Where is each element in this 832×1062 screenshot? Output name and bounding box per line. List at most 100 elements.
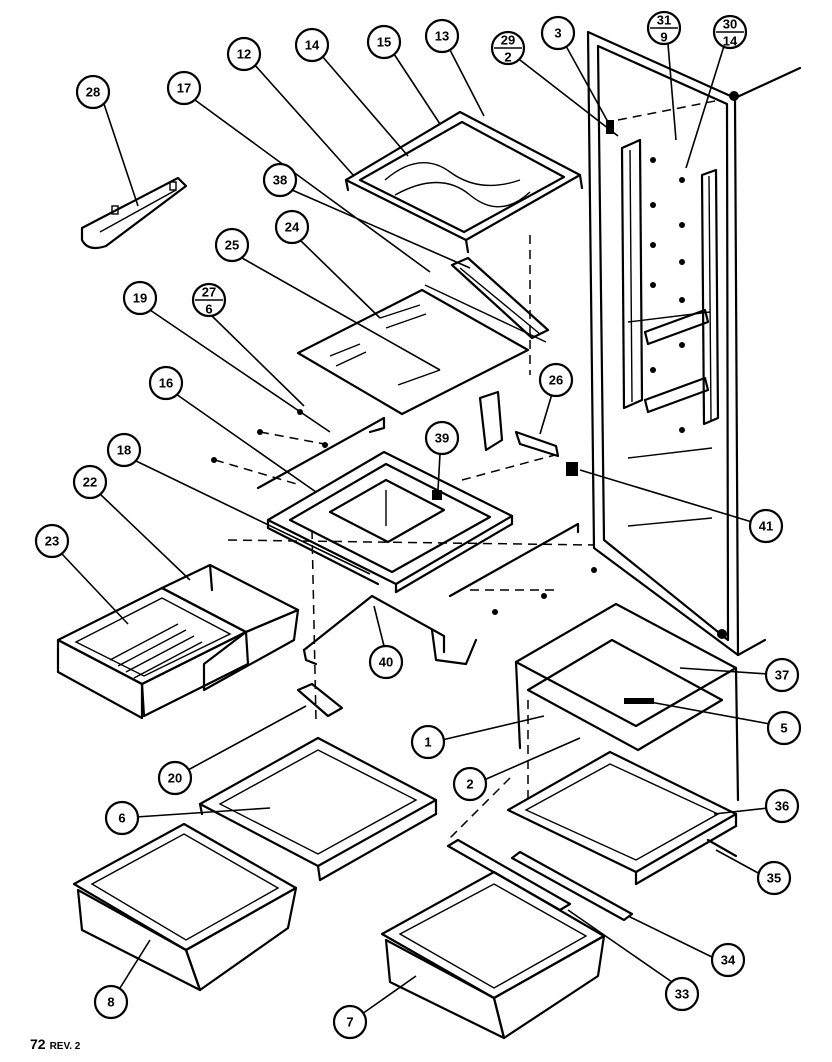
callout-12: 12: [226, 36, 355, 177]
callout-33: 33: [567, 909, 700, 1012]
mounting-screws: [650, 157, 727, 639]
svg-text:6: 6: [205, 302, 212, 317]
bracket-part-26: [478, 390, 578, 476]
svg-text:3: 3: [554, 26, 561, 41]
shelf-ladder-left: [606, 120, 644, 410]
callout-19: 19: [122, 280, 331, 433]
svg-text:23: 23: [45, 534, 59, 549]
svg-text:1: 1: [424, 735, 431, 750]
svg-text:18: 18: [117, 443, 131, 458]
callout-20: 20: [157, 705, 307, 796]
svg-text:5: 5: [780, 721, 787, 736]
svg-text:16: 16: [159, 376, 173, 391]
callout-24: 24: [274, 209, 381, 319]
glass-shelf-part-24: [296, 288, 530, 416]
svg-text:14: 14: [305, 38, 320, 53]
callout-5: 5: [649, 701, 802, 746]
shelf-ladder-right: [700, 168, 720, 426]
crisper-shelf-part-6: [198, 736, 438, 882]
svg-text:15: 15: [377, 35, 391, 50]
callout-28: 28: [75, 74, 139, 207]
callout-23: 23: [34, 523, 129, 625]
callout-36: 36: [713, 788, 800, 824]
callout-7: 7: [332, 975, 417, 1040]
callout-18: 18: [106, 432, 371, 575]
svg-text:2: 2: [466, 777, 473, 792]
callout-40: 40: [368, 605, 404, 680]
drawer-vent-grille: [109, 623, 203, 679]
svg-text:2: 2: [504, 50, 511, 65]
crisper-housing-part-37: [514, 602, 740, 802]
svg-text:14: 14: [723, 34, 738, 49]
callout-37: 37: [679, 657, 800, 693]
svg-text:12: 12: [237, 47, 251, 62]
svg-text:19: 19: [133, 291, 147, 306]
callout-1: 1: [410, 715, 545, 760]
crisper-cover-frame: [266, 450, 514, 594]
svg-text:9: 9: [660, 30, 667, 45]
svg-text:20: 20: [168, 771, 182, 786]
callout-17: 17: [166, 70, 431, 273]
callout-15: 15: [366, 24, 441, 125]
callout-6: 6: [104, 800, 271, 836]
callout-8: 8: [93, 939, 151, 1020]
callout-3: 3: [540, 15, 609, 123]
svg-text:29: 29: [501, 33, 515, 48]
svg-text:38: 38: [273, 173, 287, 188]
callout-13: 13: [424, 18, 485, 117]
callout-26: 26: [538, 362, 574, 435]
callout-27-6: 27 6: [191, 282, 305, 407]
callout-34: 34: [627, 915, 746, 978]
revision-label: REV. 2: [49, 1041, 81, 1052]
lower-support-rods: [211, 409, 597, 615]
callout-38: 38: [262, 162, 471, 269]
callout-2: 2: [452, 737, 581, 802]
crisper-drawer-part-7: [380, 870, 606, 1040]
svg-text:17: 17: [177, 81, 191, 96]
cabinet-hinge-top: [729, 91, 739, 101]
assembly-dashed-lines: [214, 235, 596, 839]
callout-39: 39: [424, 420, 460, 491]
page-number: 72: [30, 1036, 46, 1052]
svg-text:22: 22: [83, 475, 97, 490]
svg-text:27: 27: [202, 285, 216, 300]
svg-text:28: 28: [86, 85, 100, 100]
callout-16: 16: [148, 365, 317, 493]
callout-22: 22: [72, 464, 191, 581]
svg-text:13: 13: [435, 29, 449, 44]
callout-25: 25: [214, 227, 441, 371]
svg-text:33: 33: [675, 987, 689, 1002]
svg-text:8: 8: [107, 995, 114, 1010]
callout-30-14: 30 14: [685, 14, 748, 169]
svg-text:25: 25: [225, 238, 239, 253]
callout-31-9: 31 9: [646, 10, 682, 141]
svg-text:36: 36: [775, 799, 789, 814]
cabinet-side-wall: [586, 30, 802, 657]
svg-text:35: 35: [767, 871, 781, 886]
crisper-drawer-part-8: [72, 822, 298, 992]
svg-text:7: 7: [346, 1015, 353, 1030]
svg-text:6: 6: [118, 811, 125, 826]
svg-text:30: 30: [723, 17, 737, 32]
shelf-brackets: [643, 308, 710, 414]
svg-text:24: 24: [285, 220, 300, 235]
top-shelf-assembly: [344, 110, 584, 254]
clip-part-20: [296, 682, 344, 718]
svg-text:31: 31: [657, 13, 671, 28]
svg-text:39: 39: [435, 431, 449, 446]
callout-41: 41: [579, 469, 784, 544]
callout-35: 35: [715, 849, 792, 896]
callout-14: 14: [294, 27, 409, 157]
svg-text:41: 41: [759, 519, 773, 534]
dairy-cover-part-28: [80, 176, 188, 250]
svg-text:40: 40: [379, 655, 393, 670]
svg-text:37: 37: [775, 668, 789, 683]
shelf-rail-part-38: [424, 256, 550, 343]
svg-text:26: 26: [549, 373, 563, 388]
drawer-rail-part-34: [510, 850, 634, 922]
callout-29-2: 29 2: [490, 30, 619, 137]
wire-bracket-part-40: [302, 594, 478, 666]
svg-text:34: 34: [721, 953, 736, 968]
